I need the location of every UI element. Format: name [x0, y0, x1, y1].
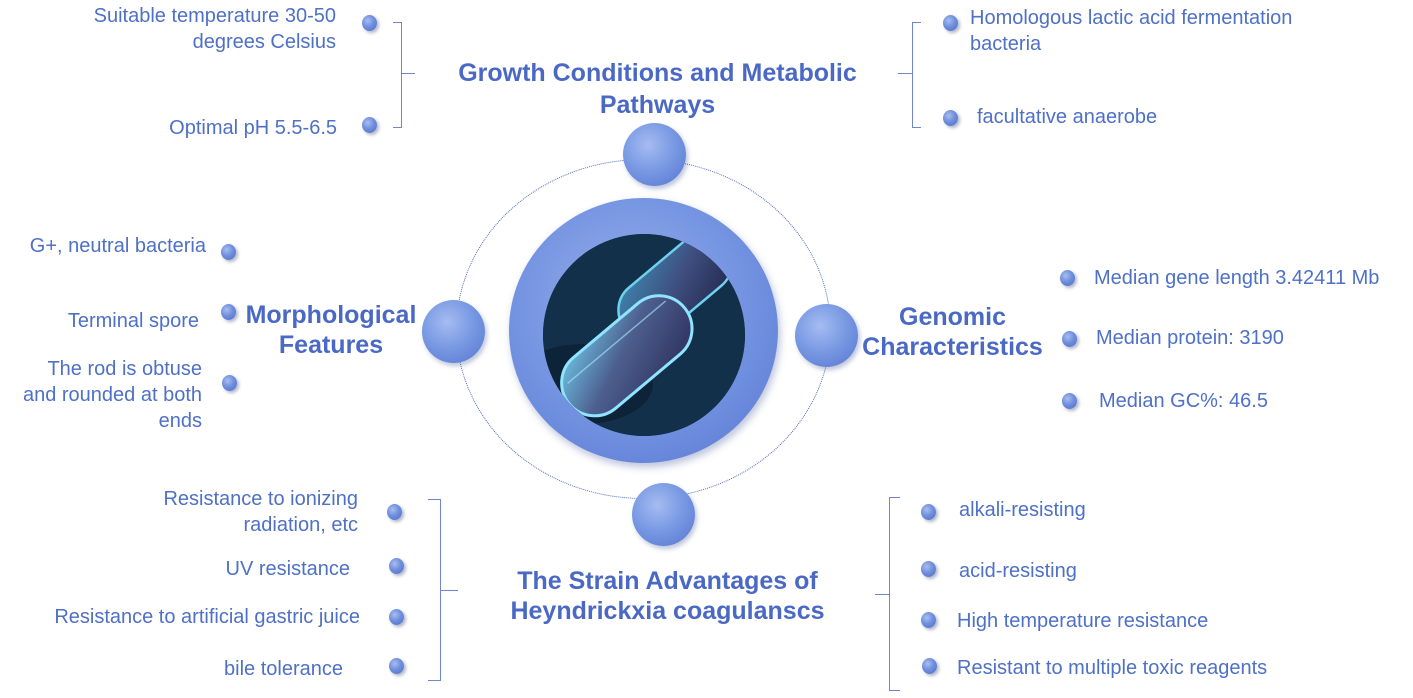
- bullet-icon: [221, 304, 236, 320]
- advantages-right-item-2: acid-resisting: [959, 560, 1077, 582]
- genomic-node: [795, 304, 858, 367]
- advantages-right-tick: [875, 594, 889, 595]
- bullet-icon: [389, 558, 404, 574]
- bullet-icon: [943, 110, 958, 126]
- morphology-title-line2: Features: [278, 331, 384, 359]
- bullet-icon: [921, 612, 936, 628]
- growth-right-item-2: facultative anaerobe: [977, 106, 1158, 128]
- morphology-item-3-cont2: ends: [158, 410, 202, 432]
- bullet-icon: [389, 609, 404, 625]
- advantages-right-item-3: High temperature resistance: [957, 610, 1209, 632]
- morphology-item-2: Terminal spore: [67, 310, 199, 332]
- bullet-icon: [362, 117, 377, 133]
- growth-title-line1: Growth Conditions and Metabolic: [458, 59, 857, 87]
- advantages-title: The Strain Advantages of Heyndrickxia co…: [465, 566, 870, 626]
- advantages-title-line1: The Strain Advantages of: [517, 567, 818, 595]
- bullet-icon: [921, 504, 936, 520]
- bullet-icon: [362, 15, 377, 31]
- morphology-item-3-cont: and rounded at both: [22, 384, 202, 406]
- genomic-title: Genomic Characteristics: [860, 302, 1045, 362]
- advantages-left-item-1: Resistance to ionizing: [163, 488, 358, 510]
- morphology-item-1: G+, neutral bacteria: [29, 235, 206, 257]
- advantages-left-item-4: bile tolerance: [224, 658, 343, 680]
- advantages-right-item-1: alkali-resisting: [959, 499, 1086, 521]
- bullet-icon: [222, 375, 237, 391]
- advantages-right-item-4: Resistant to multiple toxic reagents: [957, 657, 1268, 679]
- growth-left-item-2: Optimal pH 5.5-6.5: [169, 117, 337, 139]
- bullet-icon: [1062, 331, 1077, 347]
- morphology-title: Morphological Features: [236, 300, 426, 360]
- growth-left-item-1-cont: degrees Celsius: [192, 31, 336, 53]
- bullet-icon: [389, 658, 404, 674]
- advantages-left-tick: [440, 590, 458, 591]
- growth-title-line2: Pathways: [599, 91, 716, 119]
- growth-title: Growth Conditions and Metabolic Pathways: [430, 58, 885, 120]
- growth-right-brace: [912, 22, 921, 128]
- genomic-item-3: Median GC%: 46.5: [1099, 390, 1268, 412]
- genomic-item-1: Median gene length 3.42411 Mb: [1094, 267, 1380, 289]
- advantages-left-item-2: UV resistance: [225, 558, 351, 580]
- bullet-icon: [221, 244, 236, 260]
- growth-right-item-1: Homologous lactic acid fermentation: [970, 7, 1293, 29]
- growth-node: [623, 123, 686, 186]
- morphology-item-3: The rod is obtuse: [47, 358, 202, 380]
- bullet-icon: [387, 504, 402, 520]
- bullet-icon: [1060, 270, 1075, 286]
- growth-left-brace: [393, 22, 402, 128]
- bullet-icon: [943, 15, 958, 31]
- bullet-icon: [922, 658, 937, 674]
- bullet-icon: [921, 561, 936, 577]
- advantages-left-item-3: Resistance to artificial gastric juice: [54, 606, 360, 628]
- advantages-right-brace: [889, 497, 900, 691]
- advantages-left-item-1-cont: radiation, etc: [243, 514, 358, 536]
- genomic-item-2: Median protein: 3190: [1096, 327, 1284, 349]
- bacteria-illustration: [543, 234, 745, 436]
- growth-right-tick: [898, 73, 912, 74]
- advantages-title-line2: Heyndrickxia coagulanscs: [510, 597, 825, 625]
- growth-right-item-1-cont: bacteria: [970, 33, 1042, 55]
- genomic-title-line2: Characteristics: [862, 333, 1043, 361]
- growth-left-tick: [401, 73, 415, 74]
- morphology-node: [422, 300, 485, 363]
- bullet-icon: [1062, 393, 1077, 409]
- advantages-node: [632, 483, 695, 546]
- bacteria-image: [543, 234, 745, 436]
- morphology-title-line1: Morphological: [245, 301, 417, 329]
- growth-left-item-1: Suitable temperature 30-50: [93, 5, 336, 27]
- genomic-title-line1: Genomic: [899, 303, 1006, 331]
